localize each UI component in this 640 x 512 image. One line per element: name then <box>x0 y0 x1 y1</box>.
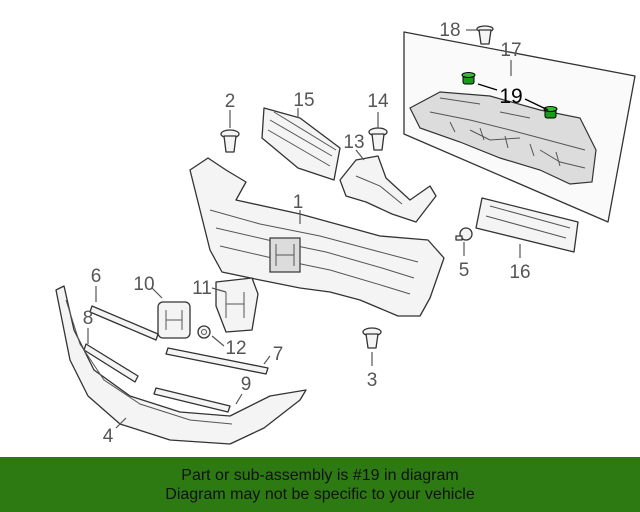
footer-line-2: Diagram may not be specific to your vehi… <box>165 485 475 503</box>
callout-12: 12 <box>225 338 246 359</box>
callout-3: 3 <box>367 370 378 391</box>
part-9-molding <box>153 387 231 413</box>
callout-2: 2 <box>225 91 236 112</box>
part-16-bracket <box>475 197 579 253</box>
callout-7: 7 <box>273 344 284 365</box>
callout-6: 6 <box>91 266 102 287</box>
part-19-clip-a[interactable] <box>461 72 476 85</box>
callout-16: 16 <box>509 262 530 283</box>
part-8-molding <box>83 343 139 383</box>
callout-18: 18 <box>439 20 460 41</box>
callout-10: 10 <box>133 274 154 295</box>
callout-14: 14 <box>367 91 389 112</box>
callout-19: 19 <box>499 85 522 108</box>
part-14-bolt <box>368 127 388 151</box>
part-19-clip-b[interactable] <box>543 106 558 119</box>
part-15-bracket <box>261 107 341 181</box>
callout-8: 8 <box>83 308 94 329</box>
callout-13: 13 <box>343 132 364 153</box>
callout-5: 5 <box>459 260 470 281</box>
parts-diagram: 1 2 3 4 5 6 7 8 9 10 11 12 13 14 15 16 1… <box>55 20 636 447</box>
part-18-clip <box>476 25 494 45</box>
callout-9: 9 <box>241 374 252 395</box>
part-5-screw <box>455 227 473 241</box>
part-13-bracket <box>339 155 437 223</box>
part-12-nut <box>197 325 211 339</box>
callout-11: 11 <box>192 278 212 299</box>
callout-15: 15 <box>293 90 314 111</box>
part-3-clip <box>362 327 382 349</box>
leader-lines <box>87 29 549 429</box>
callout-17: 17 <box>500 40 521 61</box>
part-11-emblem-base <box>215 277 259 333</box>
footer-banner: Part or sub-assembly is #19 in diagram D… <box>0 457 640 512</box>
callout-1: 1 <box>293 192 304 213</box>
part-6-molding <box>89 305 159 341</box>
footer-line-1: Part or sub-assembly is #19 in diagram <box>181 466 459 484</box>
callout-4: 4 <box>103 426 114 447</box>
part-1-grille <box>189 157 445 317</box>
part-7-molding <box>165 347 269 375</box>
part-4-bumper <box>55 285 307 445</box>
part-2-bolt <box>220 129 240 153</box>
part-10-emblem <box>157 301 191 339</box>
